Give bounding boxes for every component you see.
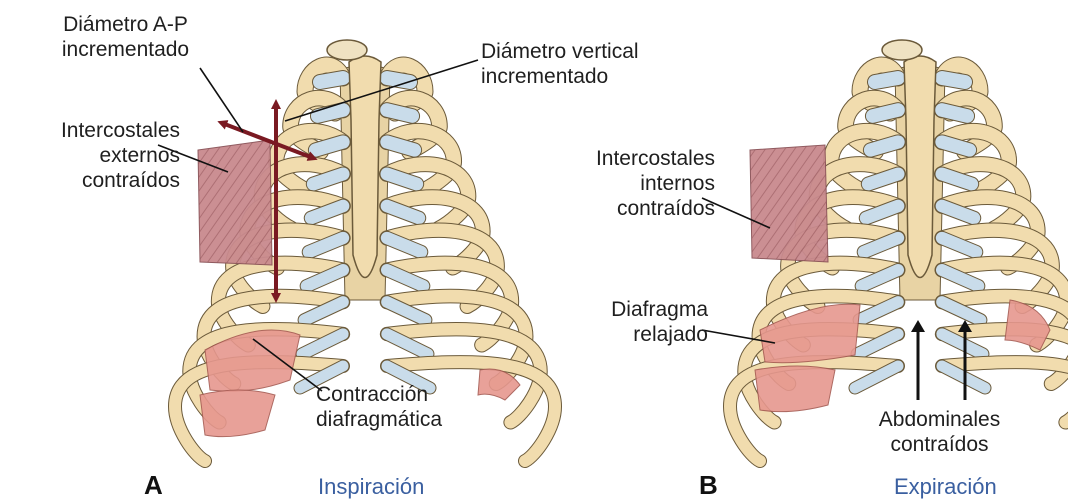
- panel-a-phase: Inspiración: [318, 474, 424, 500]
- label-ap-diameter: Diámetro A-P incrementado: [28, 12, 223, 62]
- panel-b-phase: Expiración: [894, 474, 997, 500]
- label-internal-intercostals: Intercostales internos contraídos: [525, 146, 715, 221]
- panel-a-letter: A: [144, 470, 163, 501]
- label-relaxed-diaphragm: Diafragma relajado: [525, 297, 708, 347]
- label-diaphragm-contraction: Contracción diafragmática: [316, 382, 442, 432]
- panel-b-letter: B: [699, 470, 718, 501]
- label-abdominals: Abdominales contraídos: [852, 407, 1027, 457]
- leader-ap: [200, 68, 243, 132]
- rib-cage-b: [730, 40, 1068, 461]
- label-vertical-diameter: Diámetro vertical incrementado: [481, 39, 639, 89]
- label-external-intercostals: Intercostales externos contraídos: [0, 118, 180, 193]
